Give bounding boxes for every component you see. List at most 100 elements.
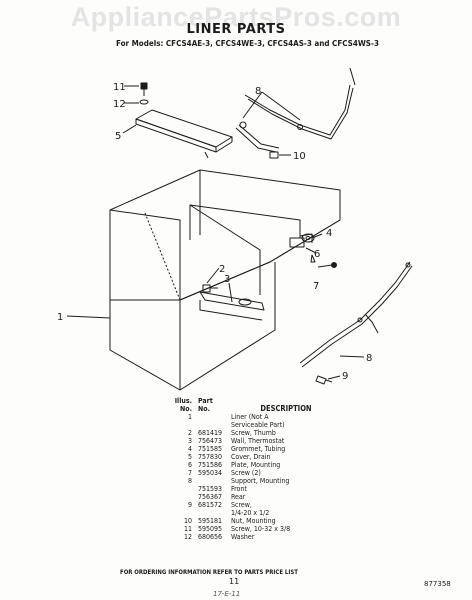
mounting-support-lower-part-8 bbox=[299, 261, 413, 368]
row-illus bbox=[173, 509, 198, 517]
header-part-line1: Part bbox=[198, 397, 213, 405]
callout-2: 2 bbox=[219, 264, 225, 275]
row-illus: 7 bbox=[187, 469, 192, 477]
row-part-number: 595034 bbox=[198, 469, 223, 477]
table-row: 1 Liner (Not A bbox=[173, 413, 341, 421]
row-illus: 10 bbox=[183, 517, 192, 525]
models-line: For Models: CFCS4AE-3, CFCS4WE-3, CFCS4A… bbox=[116, 39, 379, 48]
table-row: Serviceable Part) bbox=[173, 421, 341, 429]
row-description: Front bbox=[231, 485, 247, 493]
row-illus: 8 bbox=[187, 477, 192, 485]
row-description: Serviceable Part) bbox=[231, 421, 285, 429]
row-description: Cover, Drain bbox=[231, 453, 271, 461]
row-illus bbox=[173, 493, 198, 501]
row-part-number bbox=[198, 477, 231, 485]
drain-cover-part-5 bbox=[135, 109, 233, 159]
table-row: 3 756473 Wall, Thermostat bbox=[173, 437, 341, 445]
thermostat-wall-part-3 bbox=[199, 291, 265, 321]
row-description: Support, Mounting bbox=[231, 477, 290, 485]
page-number: 11 bbox=[229, 577, 240, 586]
callout-7: 7 bbox=[313, 281, 319, 292]
screw-part-9 bbox=[315, 375, 333, 385]
row-description: Nut, Mounting bbox=[231, 517, 276, 525]
callout-10: 10 bbox=[293, 151, 306, 162]
row-description: Grommet, Tubing bbox=[231, 445, 286, 453]
row-illus: 1 bbox=[187, 413, 192, 421]
ordering-info-footer: FOR ORDERING INFORMATION REFER TO PARTS … bbox=[120, 569, 298, 576]
callout-12: 12 bbox=[113, 99, 126, 110]
row-illus bbox=[173, 485, 198, 493]
row-part-number: 751586 bbox=[198, 461, 223, 469]
row-part-number bbox=[198, 421, 231, 429]
row-description: Rear bbox=[231, 493, 246, 501]
callout-8-upper: 8 bbox=[255, 86, 261, 97]
header-illus: Illus. No. bbox=[173, 397, 198, 413]
row-part-number: 757830 bbox=[198, 453, 223, 461]
header-description: DESCRIPTION bbox=[231, 397, 341, 413]
callout-1: 1 bbox=[57, 312, 63, 323]
table-row: 1/4-20 x 1/2 bbox=[173, 509, 341, 517]
row-description: Plate, Mounting bbox=[231, 461, 281, 469]
row-part-number: 756367 bbox=[198, 493, 223, 501]
table-row: 751593 Front bbox=[173, 485, 341, 493]
table-row: 7 595034 Screw (2) bbox=[173, 469, 341, 477]
mounting-support-upper-part-8 bbox=[235, 67, 356, 159]
row-illus: 9 bbox=[187, 501, 192, 509]
row-description: Screw, bbox=[231, 501, 252, 509]
row-part-number: 680656 bbox=[198, 533, 223, 541]
row-part-number: 681572 bbox=[198, 501, 223, 509]
page-title: LINER PARTS bbox=[186, 22, 286, 37]
row-part-number: 751585 bbox=[198, 445, 223, 453]
row-illus: 6 bbox=[187, 461, 192, 469]
row-description: 1/4-20 x 1/2 bbox=[231, 509, 270, 517]
thumb-screw-part-2 bbox=[202, 284, 218, 293]
row-description: Washer bbox=[231, 533, 255, 541]
callout-8-lower: 8 bbox=[366, 353, 372, 364]
row-part-number: 751593 bbox=[198, 485, 223, 493]
table-row: 2 681419 Screw, Thumb bbox=[173, 429, 341, 437]
row-illus: 12 bbox=[183, 533, 192, 541]
row-part-number: 595181 bbox=[198, 517, 223, 525]
row-illus: 5 bbox=[187, 453, 192, 461]
screw-part-11 bbox=[140, 82, 148, 96]
header-part: Part No. bbox=[198, 397, 231, 413]
parts-table: Illus. No. Part No. DESCRIPTION 1 Liner (… bbox=[173, 397, 341, 541]
row-illus bbox=[173, 421, 198, 429]
table-row: 5 757830 Cover, Drain bbox=[173, 453, 341, 461]
table-row: 10 595181 Nut, Mounting bbox=[173, 517, 341, 525]
table-row: 4 751585 Grommet, Tubing bbox=[173, 445, 341, 453]
table-row: 12 680656 Washer bbox=[173, 533, 341, 541]
header-desc-text: DESCRIPTION bbox=[260, 404, 312, 413]
document-number: 877358 bbox=[424, 580, 451, 588]
row-illus: 2 bbox=[187, 429, 192, 437]
row-description: Screw (2) bbox=[231, 469, 261, 477]
row-illus: 11 bbox=[183, 525, 192, 533]
washer-part-12 bbox=[139, 99, 149, 105]
leader-lines bbox=[66, 85, 365, 380]
watermark: AppliancePartsPros.com bbox=[70, 2, 402, 32]
parts-table-header: Illus. No. Part No. DESCRIPTION bbox=[173, 397, 341, 413]
row-illus: 4 bbox=[187, 445, 192, 453]
row-part-number: 681419 bbox=[198, 429, 223, 437]
callout-3: 3 bbox=[224, 274, 230, 285]
callout-labels: 11 12 5 8 10 1 2 3 4 6 7 8 9 bbox=[57, 82, 372, 382]
table-row: 9 681572 Screw, bbox=[173, 501, 341, 509]
row-illus: 3 bbox=[187, 437, 192, 445]
row-part-number: 756473 bbox=[198, 437, 223, 445]
row-part-number: 595095 bbox=[198, 525, 223, 533]
table-row: 11 595095 Screw, 10-32 x 3/8 bbox=[173, 525, 341, 533]
row-description: Screw, 10-32 x 3/8 bbox=[231, 525, 291, 533]
table-row: 8 Support, Mounting bbox=[173, 477, 341, 485]
header-illus-line1: Illus. bbox=[174, 397, 192, 405]
table-row: 756367 Rear bbox=[173, 493, 341, 501]
handwritten-note: 17-E-11 bbox=[213, 590, 241, 598]
callout-6: 6 bbox=[314, 249, 320, 260]
row-description: Screw, Thumb bbox=[231, 429, 276, 437]
callout-9: 9 bbox=[342, 371, 348, 382]
row-part-number bbox=[198, 509, 231, 517]
row-description: Liner (Not A bbox=[231, 413, 269, 421]
row-description: Wall, Thermostat bbox=[231, 437, 285, 445]
callout-5: 5 bbox=[115, 131, 121, 142]
